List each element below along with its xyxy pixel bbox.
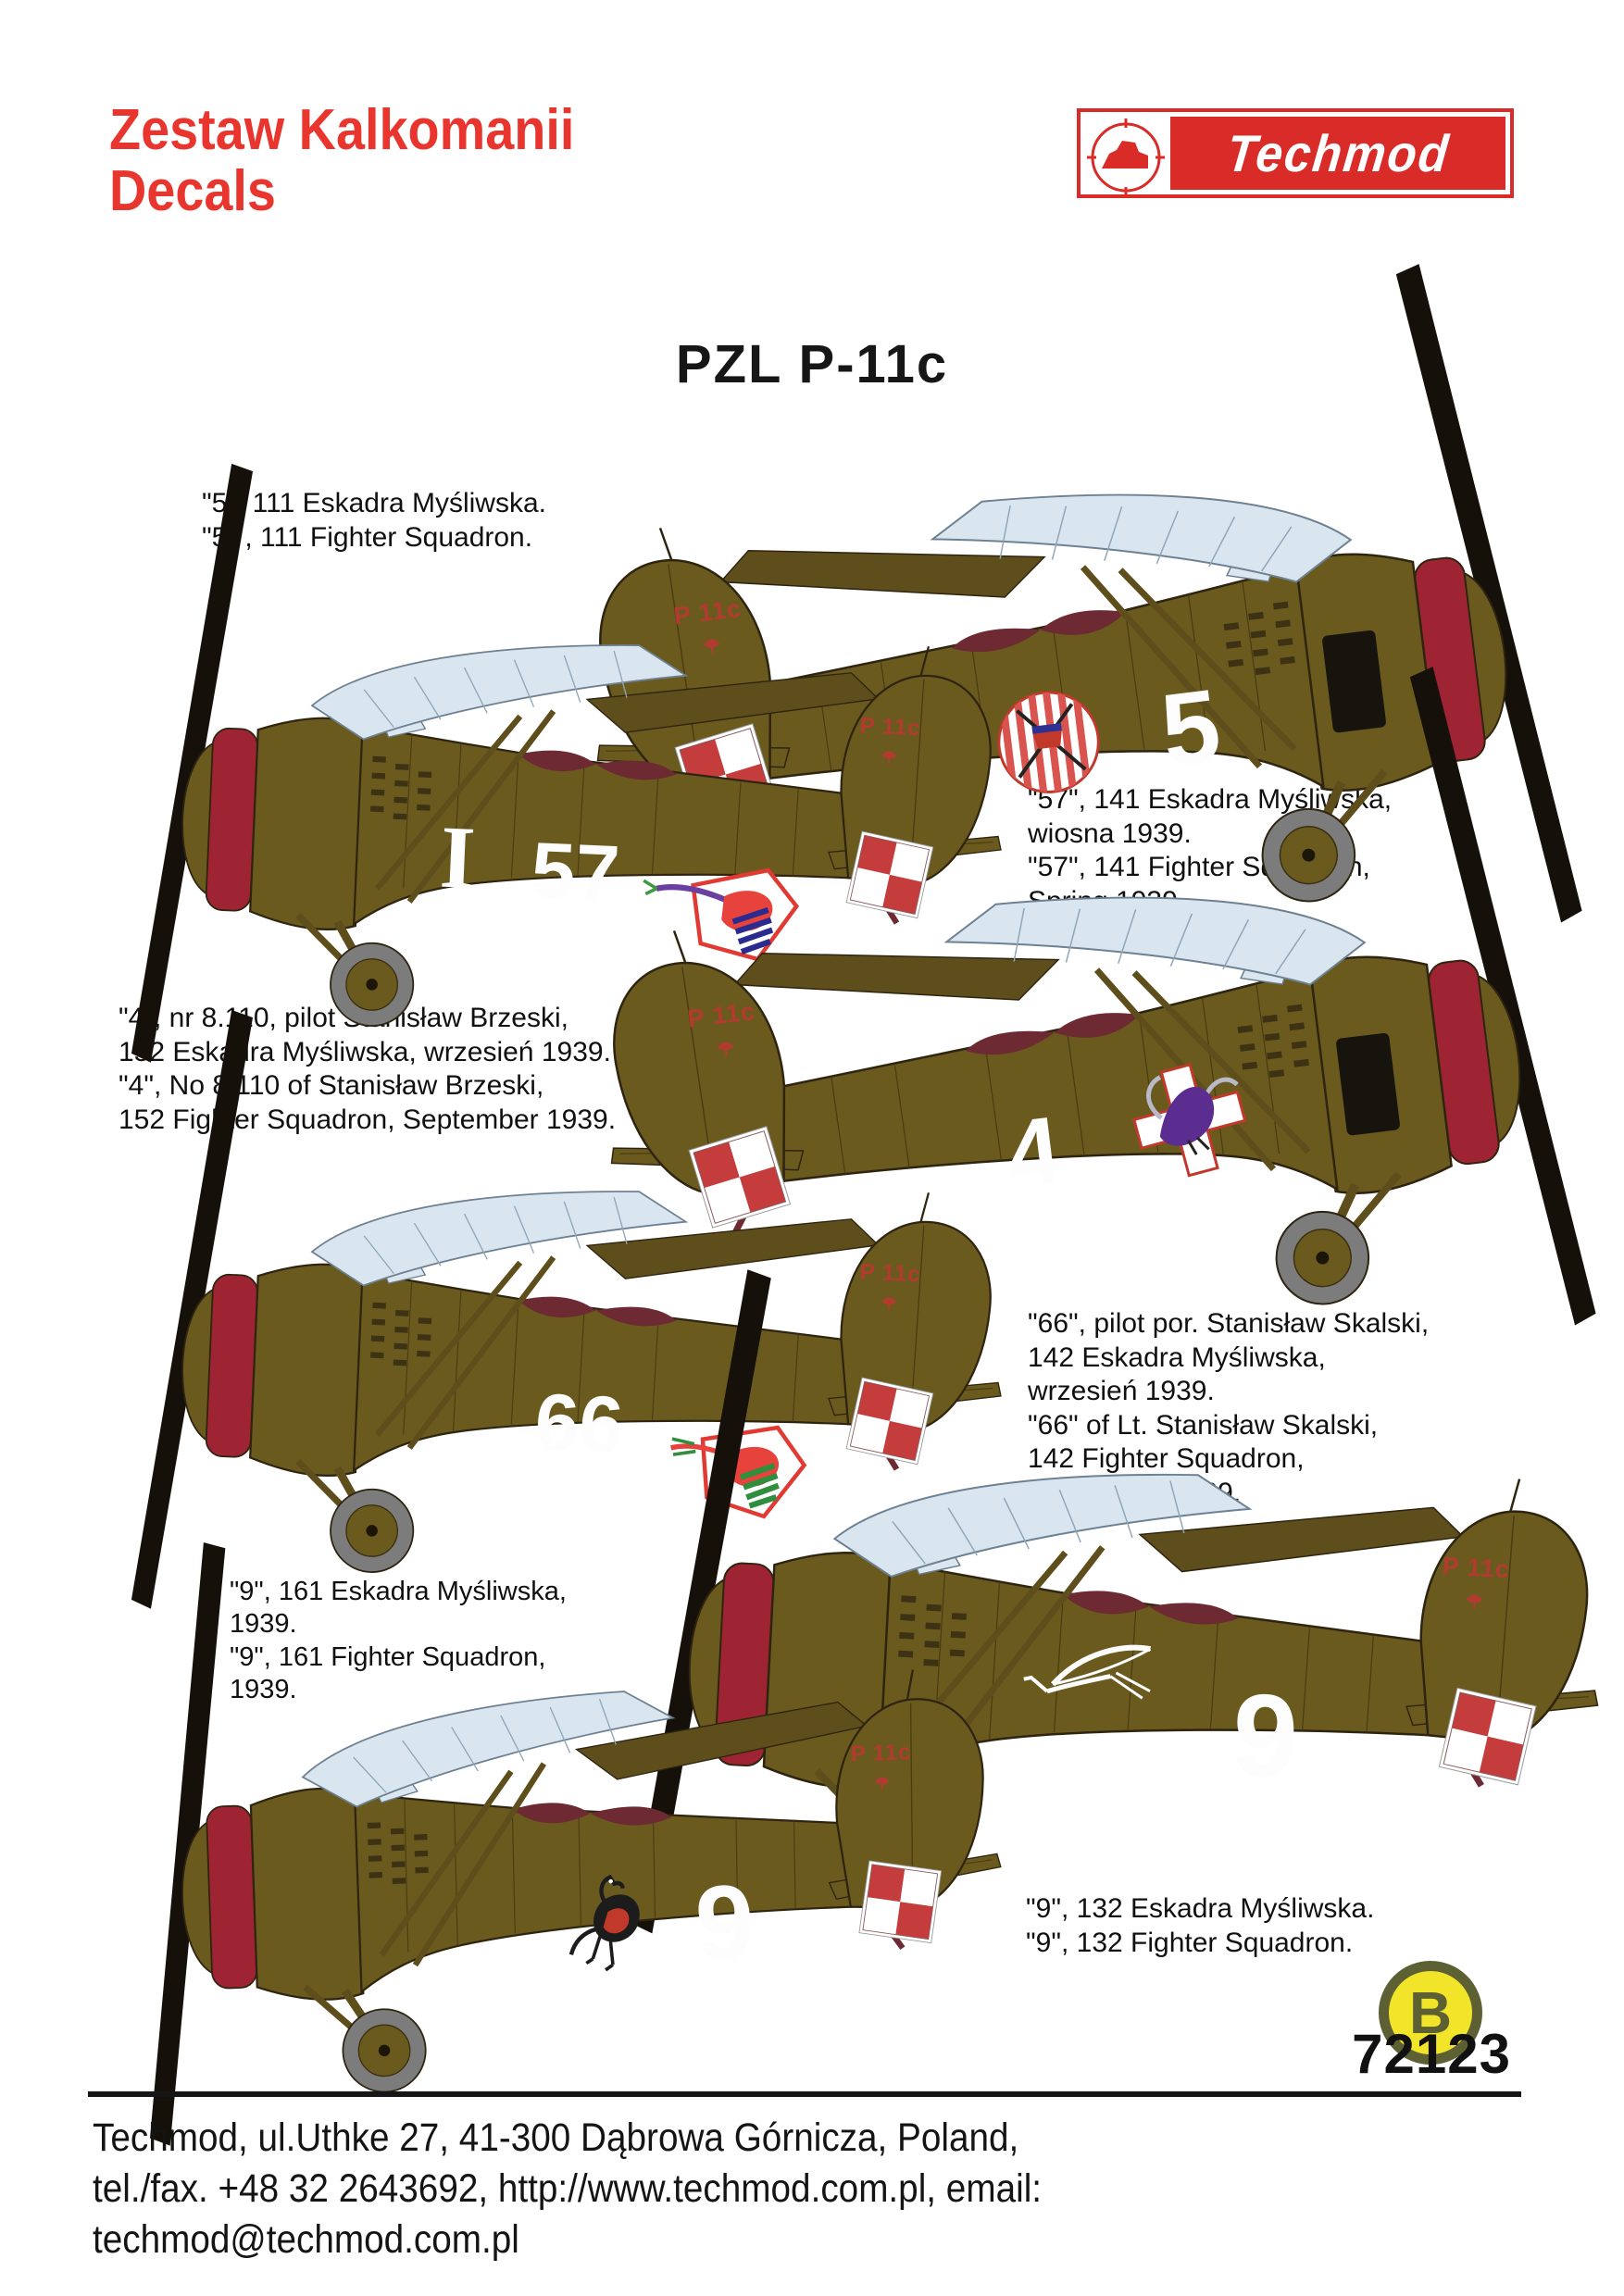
tail-code: P 11c [850, 1740, 912, 1766]
paint-scheme-badge: B [1379, 1961, 1482, 2065]
caption-aircraft-9-161: "9", 161 Eskadra Myśliwska, 1939. "9", 1… [230, 1577, 567, 1705]
footer-divider [88, 2091, 1521, 2097]
markings: P 11c 5 [672, 594, 1386, 826]
fuselage-hatch [1322, 630, 1386, 733]
tactical-number: 9 [1230, 1668, 1302, 1803]
aircraft-profile-57: P 11c I 57 [76, 598, 1019, 1067]
techmod-logo: Techmod [1077, 108, 1514, 198]
aircraft-profile-5: P 11c 5 [558, 402, 1624, 1004]
caption-aircraft-9-132: "9", 132 Eskadra Myśliwska. "9", 132 Fig… [1026, 1893, 1375, 1958]
markings: P 11c 9 [1023, 1552, 1537, 1803]
aircraft-profile-9-132: P 11c 9 [78, 1655, 1018, 2117]
squadron-emblem-141-crane [643, 867, 800, 962]
techmod-logo-text: Techmod [1223, 123, 1453, 182]
markings: P 11c I 57 [438, 714, 934, 962]
techmod-logo-panel: Techmod [1170, 117, 1505, 190]
aircraft-profile-4: P 11c 4 [572, 805, 1624, 1406]
footer-address: Techmod, ul.Uthke 27, 41-300 Dąbrowa Gór… [93, 2115, 1043, 2263]
tail-code: P 11c [859, 1260, 921, 1288]
tail-code: P 11c [1442, 1552, 1510, 1583]
tactical-number: 9 [693, 1864, 756, 1983]
logo-silhouette [1102, 141, 1148, 168]
markings: P 11c 9 [568, 1740, 943, 1983]
flight-marking: I [438, 807, 477, 908]
tail-code: P 11c [859, 714, 921, 742]
squadron-emblem-132-bird [568, 1874, 640, 1972]
squadron-emblem-161-stork [1023, 1644, 1152, 1700]
page-title: PZL P-11c [675, 334, 949, 394]
squadron-emblem-152-cross [1131, 1063, 1247, 1178]
polish-checkerboard [858, 1860, 943, 1944]
sheet-title: Zestaw Kalkomanii Decals [109, 98, 575, 223]
aircraft-profile-9-161: P 11c 9 [569, 1417, 1620, 1948]
caption-aircraft-5: "5", 111 Eskadra Myśliwska. "5" , 111 Fi… [202, 488, 546, 553]
tactical-number: 57 [530, 826, 621, 918]
tactical-number: 66 [533, 1378, 625, 1470]
tactical-number: 5 [1156, 667, 1227, 789]
techmod-logo-icon [1085, 117, 1167, 196]
catalog-number: 72123 [1352, 2023, 1511, 2085]
markings: P 11c 4 [686, 997, 1400, 1229]
squadron-emblem-111-kosciuszko [997, 688, 1100, 797]
polish-checkerboard [1438, 1687, 1537, 1786]
fuselage-hatch [1336, 1032, 1400, 1136]
caption-aircraft-4: "4", nr 8.110, pilot Stanisław Brzeski, … [119, 1003, 617, 1135]
